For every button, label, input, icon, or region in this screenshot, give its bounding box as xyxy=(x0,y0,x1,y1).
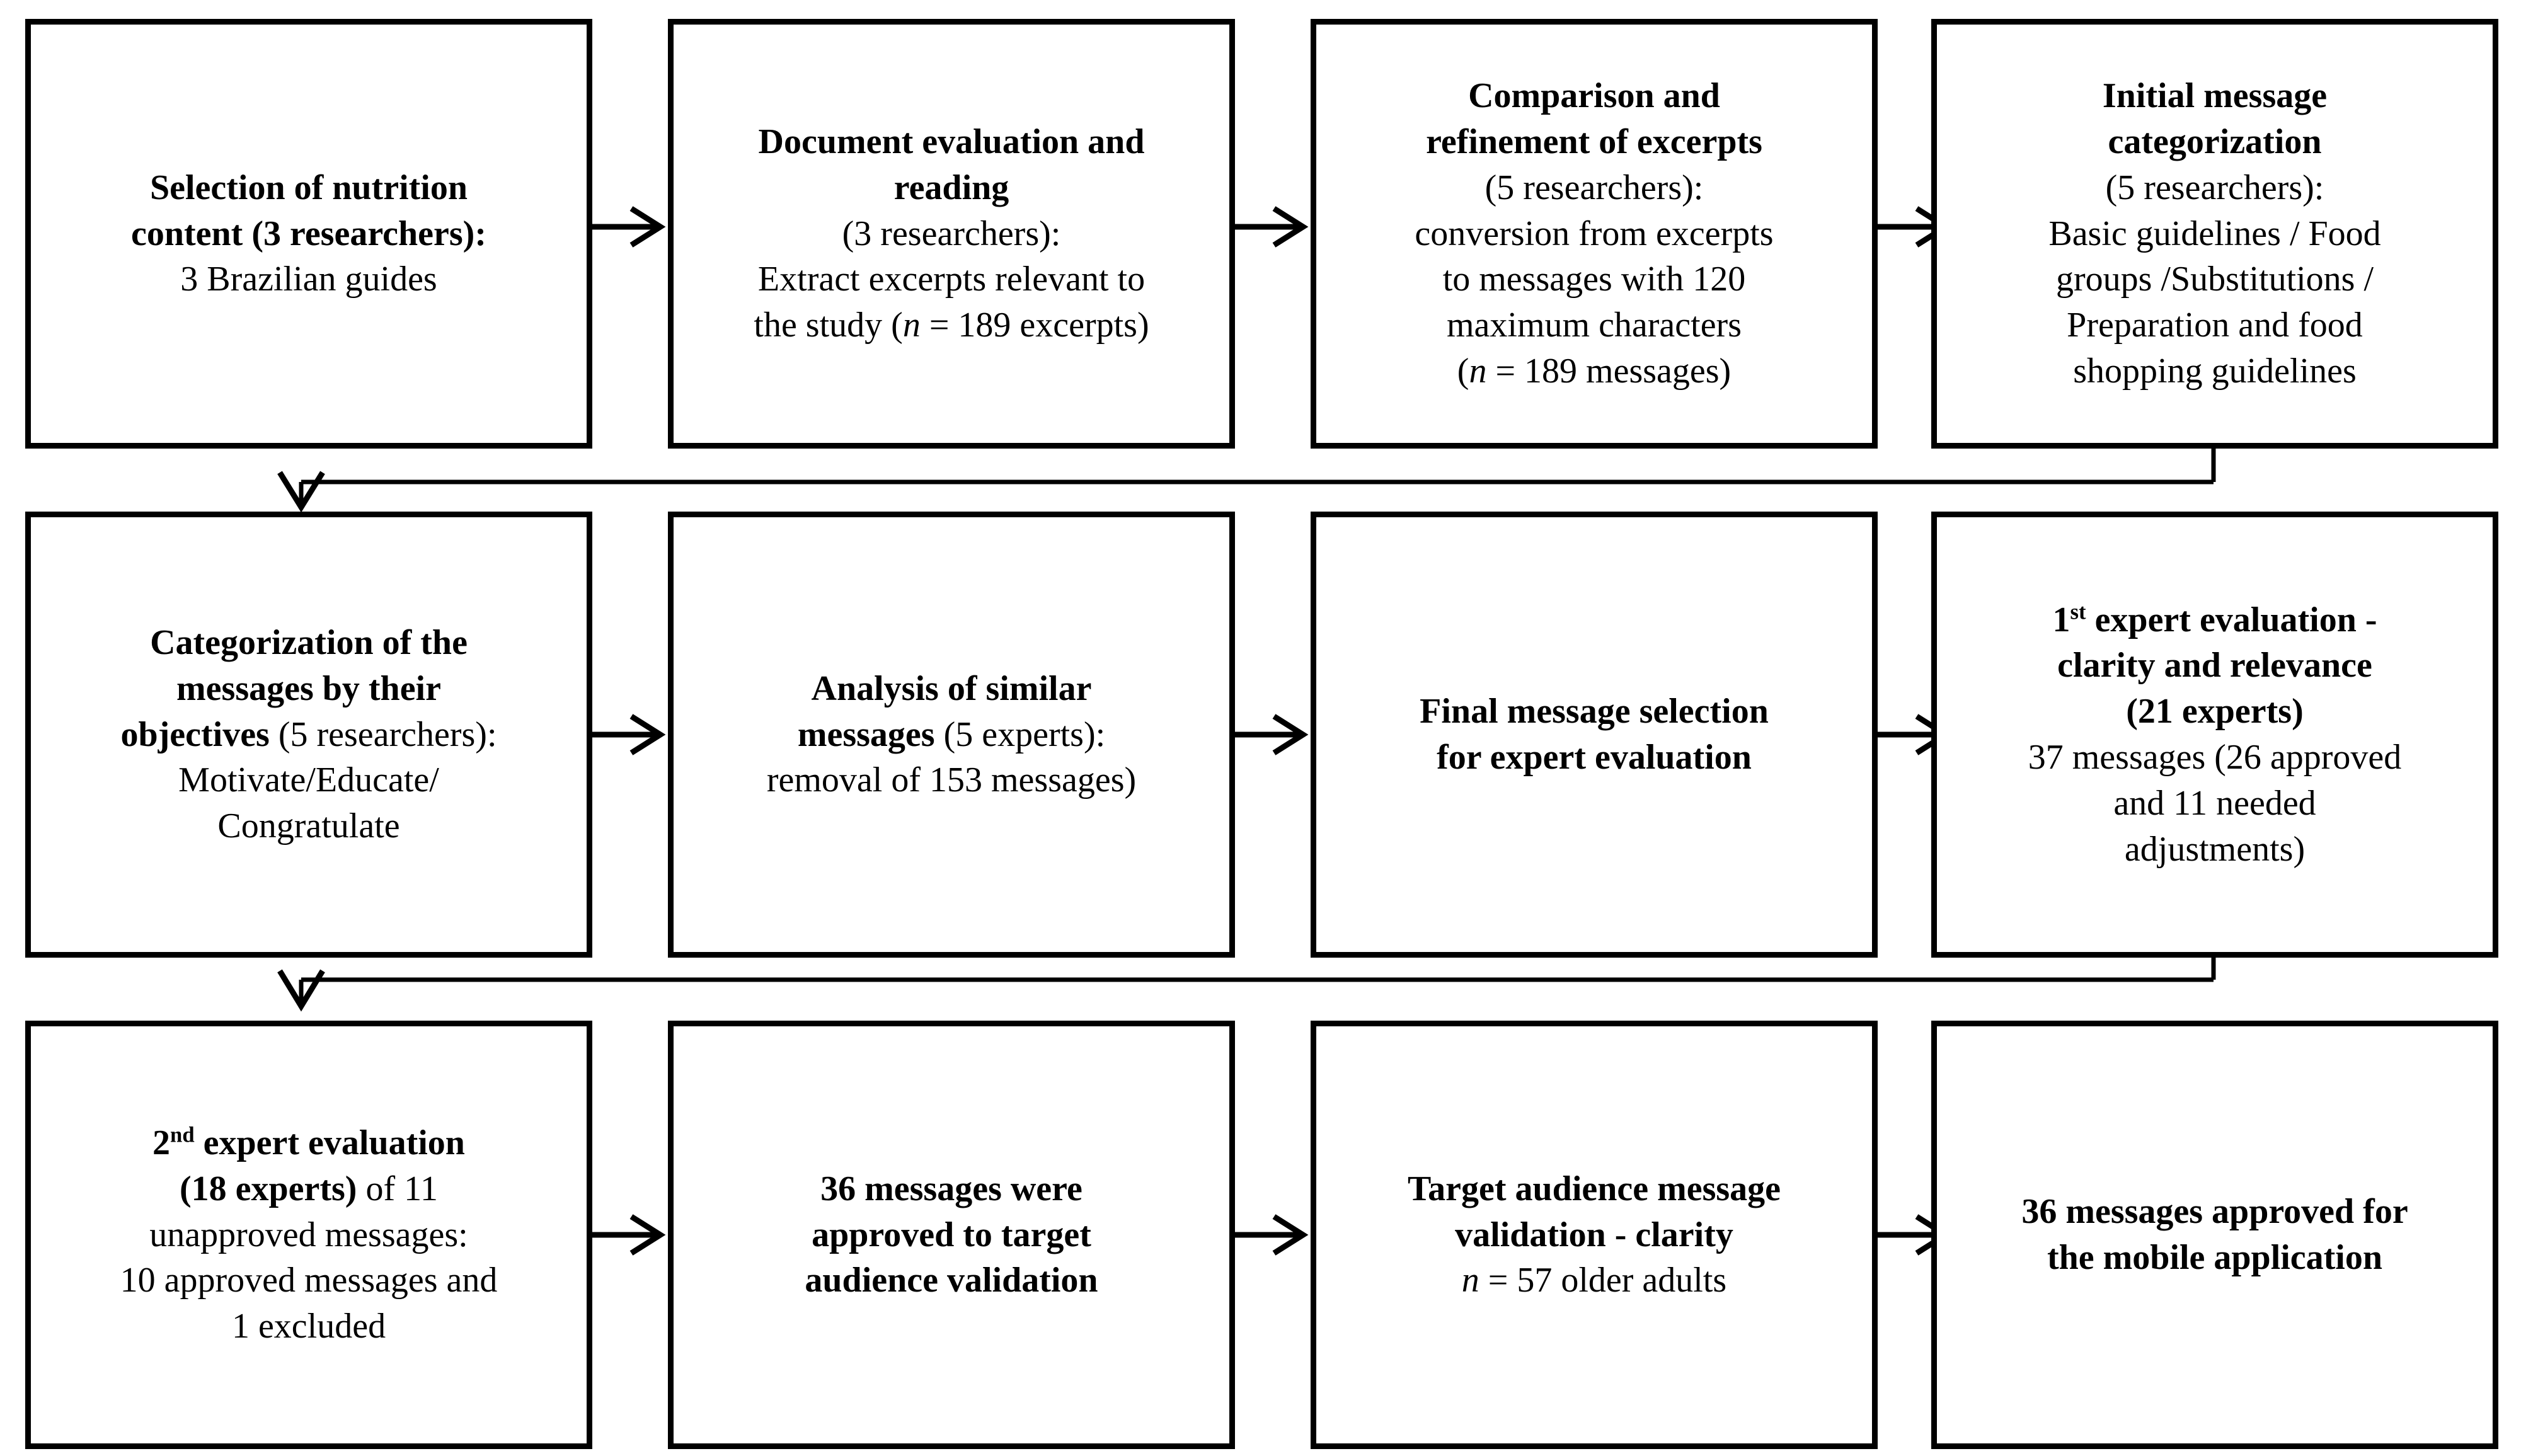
flow-box-document-evaluation-and-reading[interactable]: Document evaluation and reading (3 researc… xyxy=(668,19,1235,449)
flow-box-line: to messages with 120 xyxy=(1442,260,1746,299)
flow-box-line: 37 messages (26 approved xyxy=(2028,738,2402,777)
flow-box-text: Target audience message validation - clar… xyxy=(1331,1166,1857,1304)
flow-box-line: Basic guidelines / Food xyxy=(2048,214,2381,253)
flow-box-line: (21 experts) xyxy=(2126,692,2304,731)
flow-box-line: Document evaluation and xyxy=(758,122,1145,161)
flow-box-line: Comparison and xyxy=(1468,76,1720,116)
flow-box-line: Motivate/Educate/ xyxy=(178,760,439,800)
flow-box-line: (n = 189 messages) xyxy=(1457,351,1731,391)
flow-box-text: Analysis of similar messages (5 experts):… xyxy=(689,666,1214,803)
flow-box-line: adjustments) xyxy=(2124,829,2306,869)
flow-box-line: refinement of excerpts xyxy=(1426,122,1762,161)
flow-box-line: for expert evaluation xyxy=(1437,738,1752,777)
flow-box-line: Final message selection xyxy=(1420,692,1769,731)
flow-box-text: Final message selection for expert evalua… xyxy=(1331,689,1857,781)
flow-box-line: Preparation and food xyxy=(2067,306,2363,345)
arrow-r2-c1-c2 xyxy=(592,713,668,757)
flow-box-line: unapproved messages: xyxy=(149,1215,468,1254)
connector-row1-to-row2 xyxy=(271,444,2231,513)
arrow-r3-c2-c3 xyxy=(1235,1213,1311,1257)
flow-box-line: clarity and relevance xyxy=(2057,646,2372,685)
flow-box-36-messages-approved-to-target-audience-validation[interactable]: 36 messages were approved to target audien… xyxy=(668,1021,1235,1449)
flow-box-line: validation - clarity xyxy=(1455,1215,1733,1254)
flow-box-comparison-and-refinement-of-excerpts[interactable]: Comparison and refinement of excerpts (5 r… xyxy=(1311,19,1878,449)
arrow-r1-c1-c2 xyxy=(592,205,668,249)
flow-box-categorization-of-messages-by-objectives[interactable]: Categorization of the messages by their ob… xyxy=(25,512,592,958)
flow-box-line: 3 Brazilian guides xyxy=(180,260,437,299)
flow-box-analysis-of-similar-messages[interactable]: Analysis of similar messages (5 experts):… xyxy=(668,512,1235,958)
flow-box-text: Document evaluation and reading (3 researc… xyxy=(689,119,1214,348)
flow-box-line: groups /Substitutions / xyxy=(2055,260,2374,299)
flow-box-text: 2nd expert evaluation (18 experts) of 11 u… xyxy=(46,1120,571,1350)
flow-box-line: Target audience message xyxy=(1407,1169,1781,1208)
flow-box-target-audience-message-validation[interactable]: Target audience message validation - clar… xyxy=(1311,1021,1878,1449)
flow-box-line: Congratulate xyxy=(217,806,400,846)
flow-box-line: content (3 researchers): xyxy=(131,214,486,253)
flow-box-line: categorization xyxy=(2108,122,2322,161)
flow-box-line: (5 researchers): xyxy=(2105,168,2324,207)
flow-box-line: Initial message xyxy=(2102,76,2328,116)
flow-box-line: 1st expert evaluation - xyxy=(2052,599,2377,639)
flow-box-first-expert-evaluation[interactable]: 1st expert evaluation - clarity and relev… xyxy=(1931,512,2498,958)
flow-box-line: 1 excluded xyxy=(231,1307,386,1346)
flow-box-initial-message-categorization[interactable]: Initial message categorization (5 research… xyxy=(1931,19,2498,449)
flow-box-line: Selection of nutrition xyxy=(150,168,468,207)
flow-box-text: 36 messages were approved to target audien… xyxy=(689,1166,1214,1304)
flow-box-line: shopping guidelines xyxy=(2073,351,2357,391)
flow-box-36-messages-approved-for-mobile-application[interactable]: 36 messages approved for the mobile appli… xyxy=(1931,1021,2498,1449)
flow-box-line: Analysis of similar xyxy=(811,668,1092,708)
flow-box-line: 36 messages were xyxy=(820,1169,1082,1208)
flow-box-line: Extract excerpts relevant to xyxy=(757,260,1146,299)
flow-box-text: Categorization of the messages by their ob… xyxy=(46,620,571,849)
flow-box-line: the study (n = 189 excerpts) xyxy=(754,306,1149,345)
flow-box-text: Selection of nutrition content (3 resear… xyxy=(46,165,571,302)
flow-box-line: messages by their xyxy=(176,668,441,708)
flow-box-text: 1st expert evaluation - clarity and relev… xyxy=(1952,597,2478,873)
flow-box-line: 10 approved messages and xyxy=(120,1261,498,1300)
flow-box-line: (18 experts) of 11 xyxy=(179,1169,439,1208)
flow-box-line: approved to target xyxy=(812,1215,1091,1254)
flow-box-text: Comparison and refinement of excerpts (5 r… xyxy=(1331,73,1857,394)
flow-box-line: objectives (5 researchers): xyxy=(120,714,497,754)
flow-box-line: reading xyxy=(893,168,1009,207)
arrow-r1-c2-c3 xyxy=(1235,205,1311,249)
flow-box-line: (5 researchers): xyxy=(1484,168,1704,207)
flow-box-line: Categorization of the xyxy=(150,623,468,662)
flow-box-line: maximum characters xyxy=(1446,306,1742,345)
flow-box-final-message-selection-for-expert-evaluation[interactable]: Final message selection for expert evalua… xyxy=(1311,512,1878,958)
flow-box-selection-of-nutrition-content[interactable]: Selection of nutrition content (3 resear… xyxy=(25,19,592,449)
flow-box-line: removal of 153 messages) xyxy=(766,760,1137,800)
flow-box-line: n = 57 older adults xyxy=(1461,1261,1727,1300)
flow-box-line: 2nd expert evaluation xyxy=(152,1122,465,1162)
connector-row2-to-row3 xyxy=(271,953,2231,1023)
flow-box-line: the mobile application xyxy=(2047,1238,2383,1277)
flow-box-line: (3 researchers): xyxy=(842,214,1061,253)
flow-box-line: 36 messages approved for xyxy=(2021,1192,2408,1232)
arrow-r2-c2-c3 xyxy=(1235,713,1311,757)
flow-box-line: conversion from excerpts xyxy=(1415,214,1774,253)
flow-box-second-expert-evaluation[interactable]: 2nd expert evaluation (18 experts) of 11 u… xyxy=(25,1021,592,1449)
flow-box-line: audience validation xyxy=(805,1261,1098,1300)
arrow-r3-c1-c2 xyxy=(592,1213,668,1257)
flow-box-text: Initial message categorization (5 research… xyxy=(1952,73,2478,394)
flow-box-line: and 11 needed xyxy=(2113,783,2316,823)
flow-box-line: messages (5 experts): xyxy=(797,714,1106,754)
flow-box-text: 36 messages approved for the mobile appli… xyxy=(1952,1189,2478,1281)
